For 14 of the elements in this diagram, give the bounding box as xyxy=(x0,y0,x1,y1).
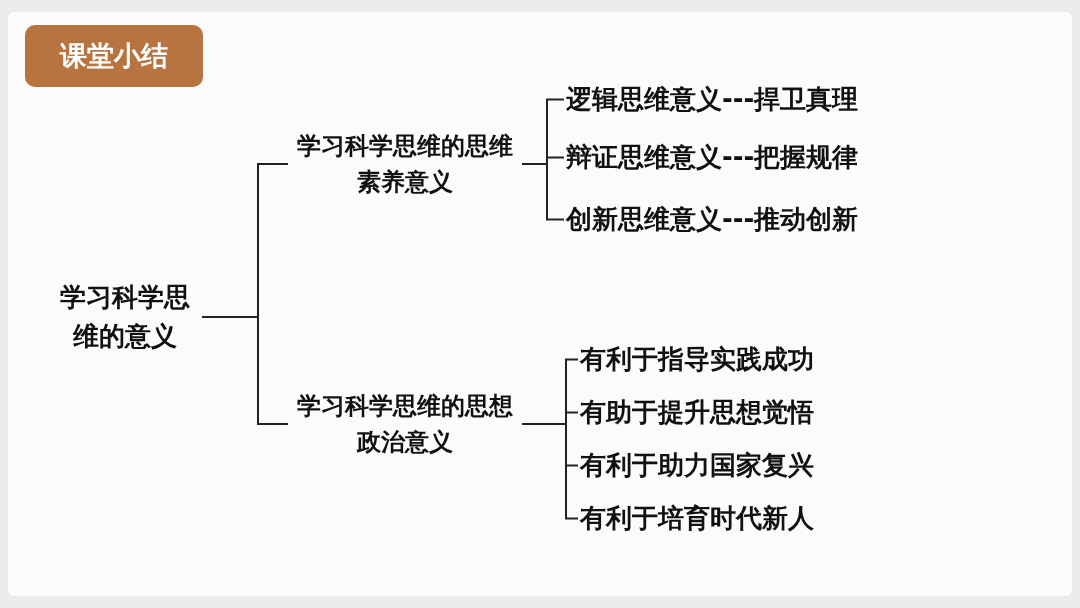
item-text: 创新思维意义---推动创新 xyxy=(566,200,936,239)
item-text: 有助于提升思想觉悟 xyxy=(580,393,880,432)
item-text: 有利于指导实践成功 xyxy=(580,340,880,379)
bracket-connector xyxy=(521,423,579,520)
item-text: 逻辑思维意义---捍卫真理 xyxy=(566,80,936,119)
section-title: 课堂小结 xyxy=(25,25,203,87)
item-text: 有利于培育时代新人 xyxy=(580,499,880,538)
subtopic: 学习科学思维的思想政治意义 xyxy=(290,388,520,460)
bracket-connector xyxy=(201,316,289,425)
item-text: 有利于助力国家复兴 xyxy=(580,446,880,485)
subtopic: 学习科学思维的思维素养意义 xyxy=(290,128,520,200)
root-topic: 学习科学思维的意义 xyxy=(50,278,200,356)
item-text: 辩证思维意义---把握规律 xyxy=(566,138,936,177)
bracket-connector xyxy=(521,163,565,221)
